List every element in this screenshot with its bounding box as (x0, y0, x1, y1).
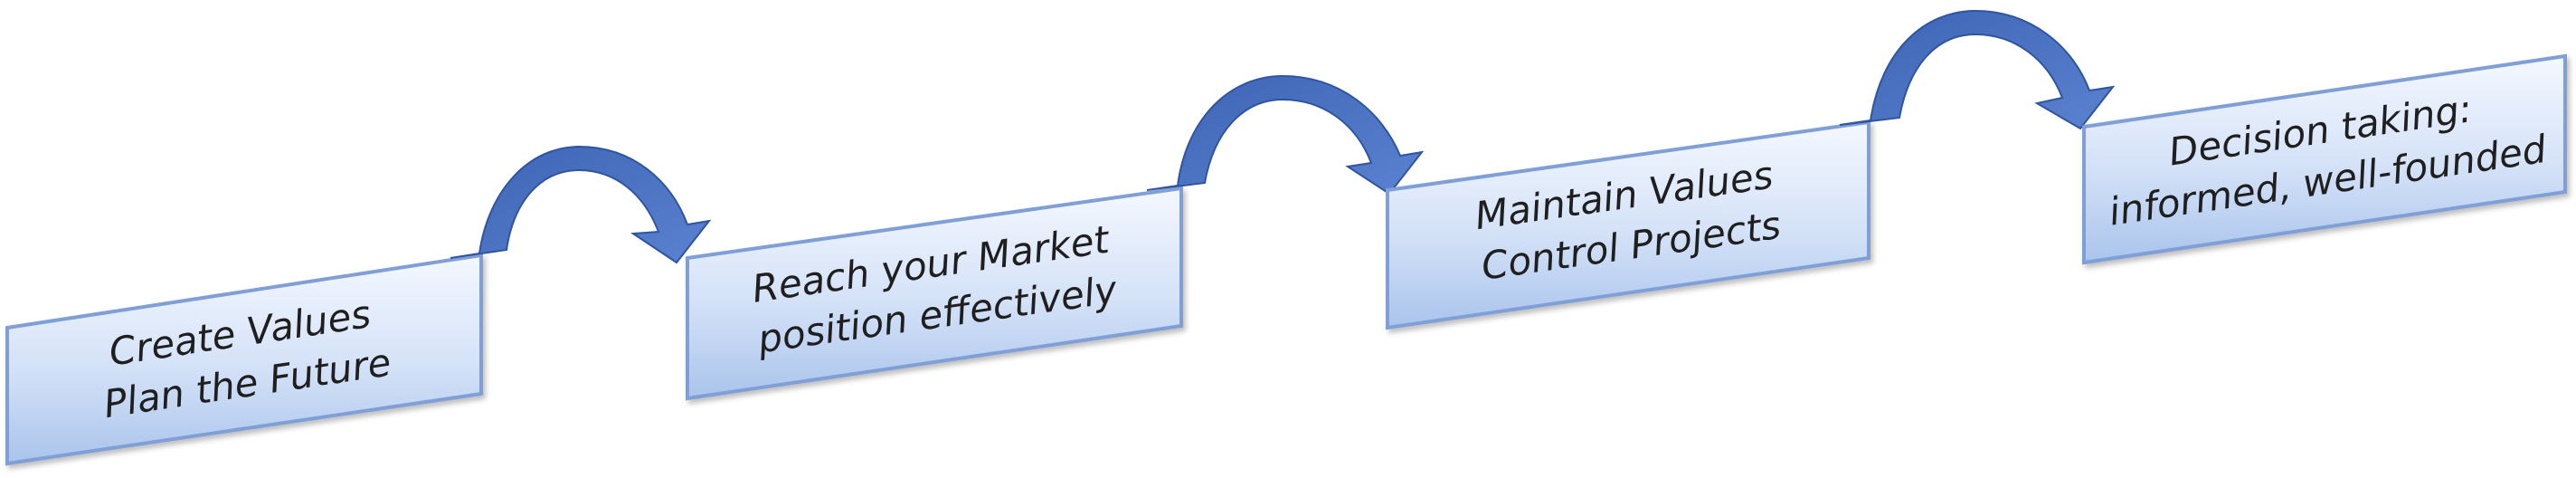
step-box-3: Maintain Values Control Projects (1386, 120, 1870, 330)
step-box-4: Decision taking: informed, well-founded (2082, 53, 2567, 265)
curved-arrow-icon (450, 145, 712, 264)
step-box-2: Reach your Market position effectively (686, 186, 1183, 401)
step-box-1: Create Values Plan the Future (5, 253, 483, 466)
curved-arrow-icon (1839, 9, 2116, 130)
curved-arrow-icon (1146, 74, 1425, 196)
